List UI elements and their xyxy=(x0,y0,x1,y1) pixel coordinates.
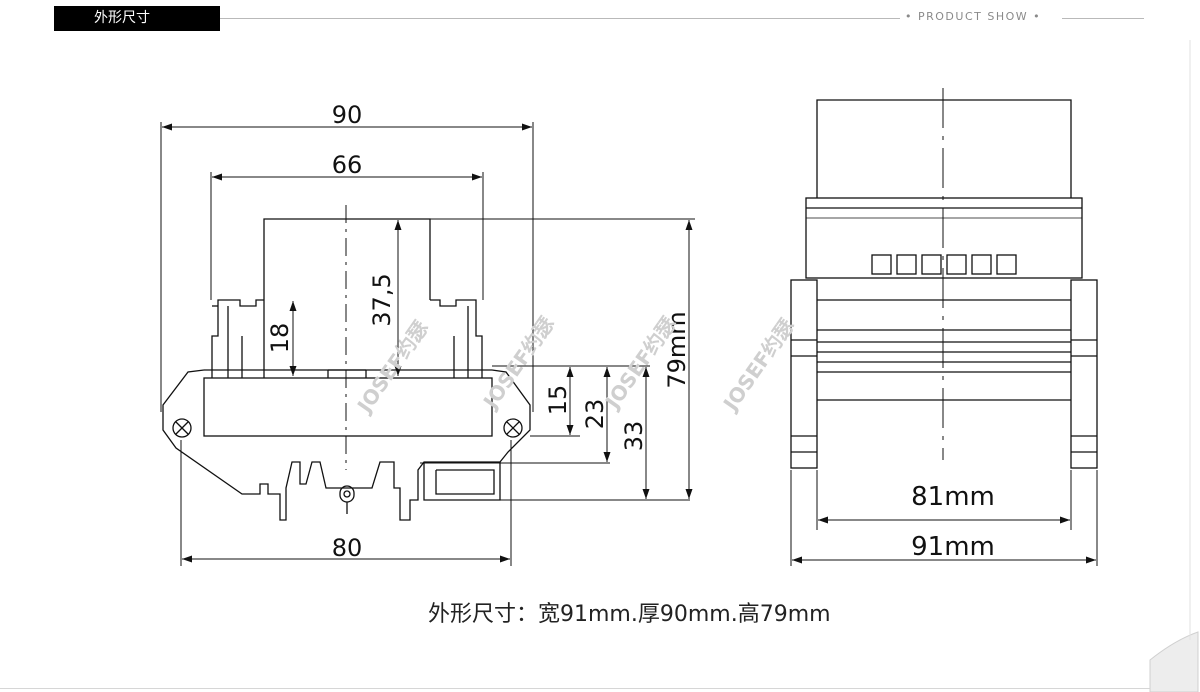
front-view xyxy=(160,122,695,566)
bottom-divider xyxy=(0,688,1150,689)
dim-label-81mm: 81mm xyxy=(911,482,995,512)
dim-label-37-5: 37,5 xyxy=(368,273,396,326)
dimensions-caption: 外形尺寸：宽91mm.厚90mm.高79mm xyxy=(428,602,831,627)
watermark-4: JOSEF约瑟 xyxy=(717,314,799,416)
dim-label-91mm: 91mm xyxy=(911,532,995,562)
header-divider-left xyxy=(220,18,900,19)
dim-label-33: 33 xyxy=(620,421,648,452)
dim-label-18: 18 xyxy=(266,323,294,354)
product-show-label: • PRODUCT SHOW • xyxy=(905,10,1042,23)
dim-label-23: 23 xyxy=(581,399,609,430)
dim-label-15: 15 xyxy=(544,385,572,416)
header-divider-right xyxy=(1062,18,1144,19)
dim-label-79mm: 79mm xyxy=(663,311,691,388)
section-title-tag: 外形尺寸 xyxy=(54,6,220,31)
watermark-1: JOSEF约瑟 xyxy=(351,316,433,418)
page-curl-decoration xyxy=(1149,631,1199,692)
dim-label-80: 80 xyxy=(332,534,363,562)
dim-label-90: 90 xyxy=(332,101,363,129)
side-view xyxy=(790,88,1098,566)
dim-label-66: 66 xyxy=(332,151,363,179)
